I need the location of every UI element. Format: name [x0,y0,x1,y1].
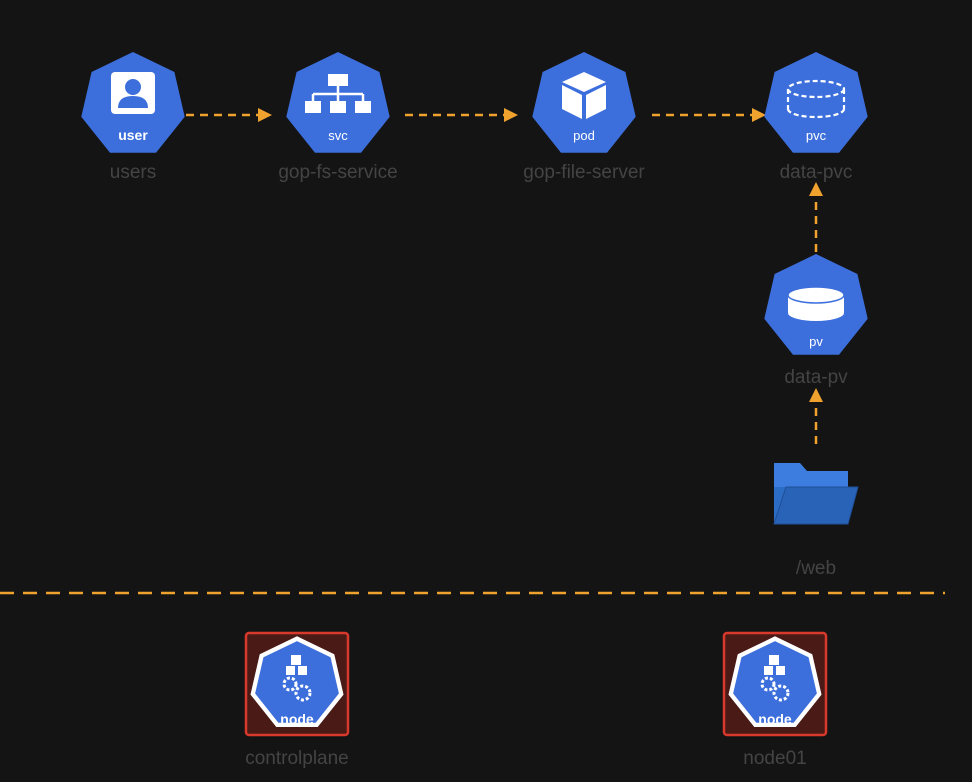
edge-pv-to-pvc [809,182,823,252]
node01-node[interactable]: node [722,631,828,737]
pod-label: gop-file-server [523,162,645,183]
service-node[interactable]: svc [286,52,390,153]
users-badge: user [118,127,148,143]
controlplane-node[interactable]: node [244,631,350,737]
pv-badge: pv [809,334,823,349]
pv-node[interactable]: pv [764,254,868,355]
cube-icon [562,72,606,119]
folder-node[interactable] [773,463,859,525]
kubernetes-node-icon [282,655,312,702]
controlplane-badge: node [280,711,314,727]
node01-badge: node [758,711,792,727]
cylinder-icon [787,286,845,321]
pod-badge: pod [573,128,595,143]
pv-label: data-pv [784,367,848,388]
pod-node[interactable]: pod [532,52,636,153]
edge-users-to-service [186,108,272,122]
node01-label: node01 [743,748,806,769]
controlplane-label: controlplane [245,748,349,769]
service-badge: svc [328,128,348,143]
edge-folder-to-pv [809,388,823,444]
user-icon [111,72,155,114]
open-folder-icon [773,463,859,525]
edge-pod-to-pvc [652,108,766,122]
kubernetes-node-icon [760,655,790,702]
dashed-cylinder-icon [786,79,846,119]
users-node[interactable]: user [81,52,185,153]
service-label: gop-fs-service [278,162,397,183]
network-hierarchy-icon [305,74,371,113]
folder-label: /web [796,558,836,579]
pvc-node[interactable]: pvc [764,52,868,153]
pvc-label: data-pvc [780,162,853,183]
edge-service-to-pod [405,108,518,122]
pvc-badge: pvc [806,128,827,143]
users-label: users [110,162,156,183]
